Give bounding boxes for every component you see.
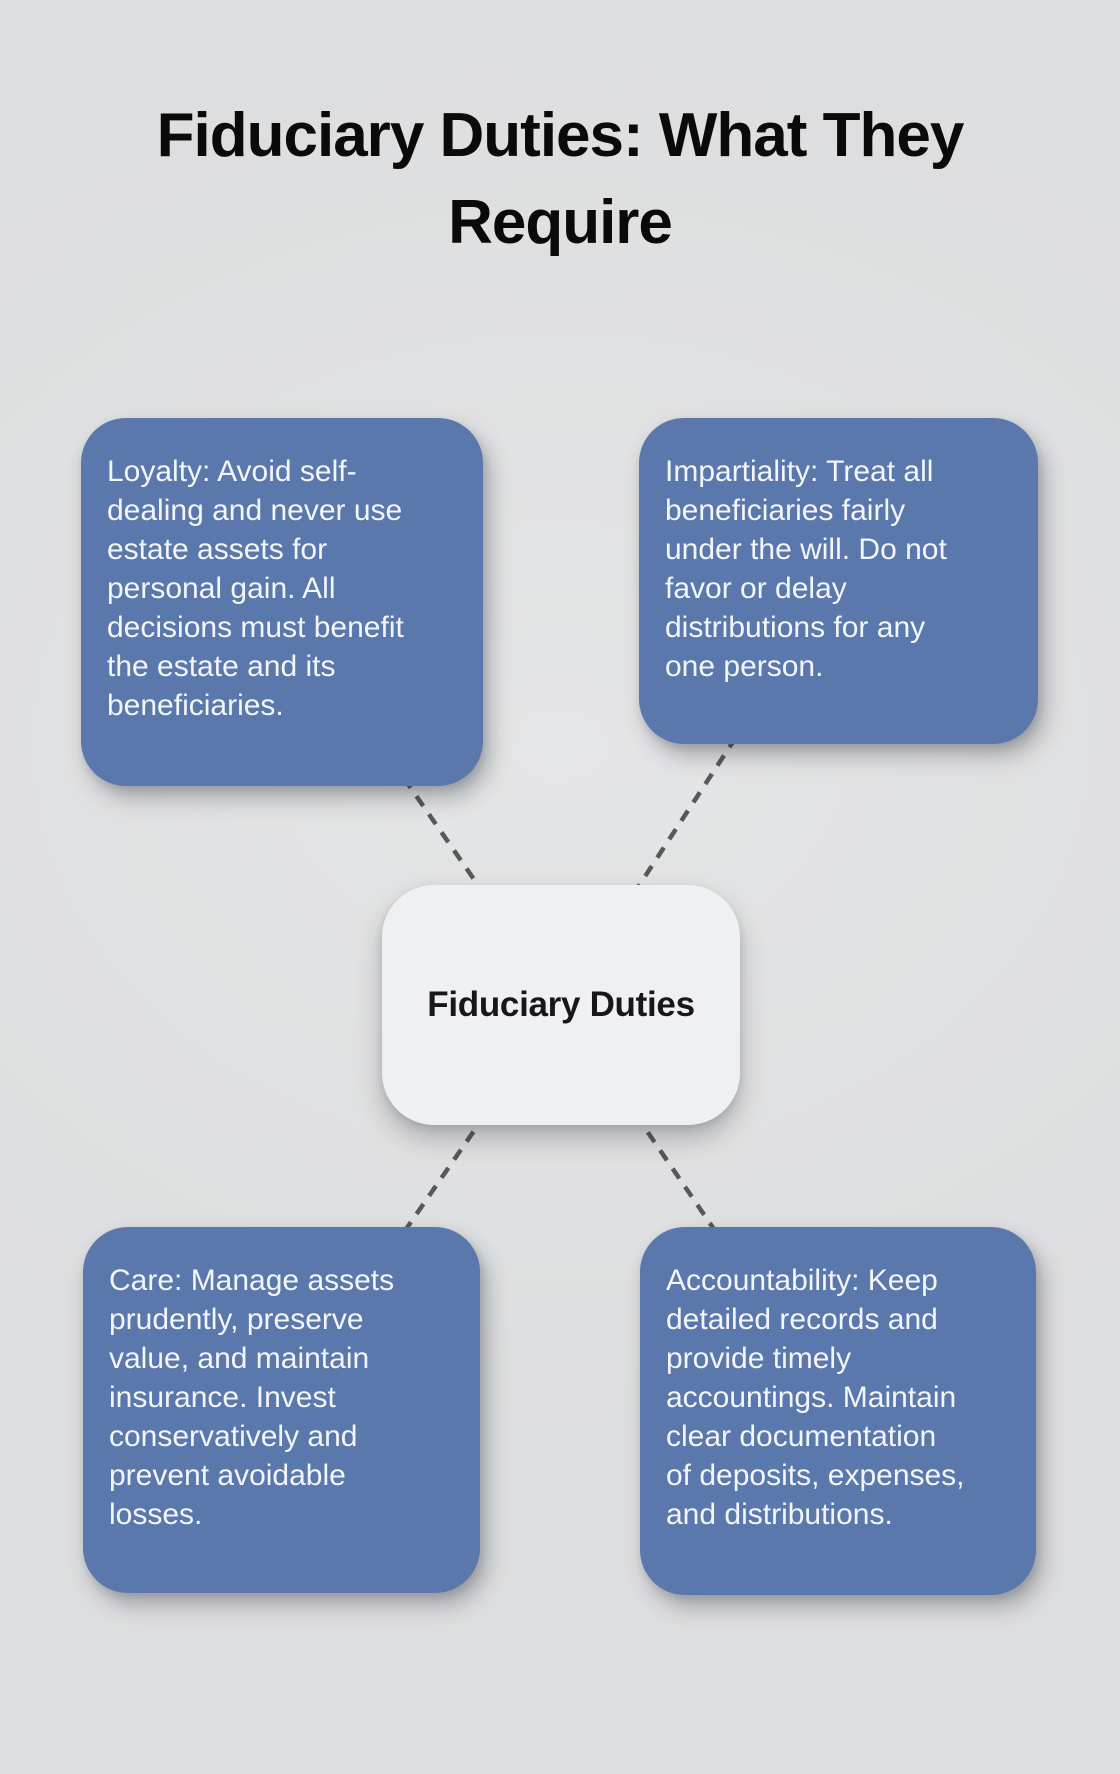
center-node-label: Fiduciary Duties bbox=[427, 985, 695, 1024]
node-impartiality: Impartiality: Treat all beneficiaries fa… bbox=[639, 418, 1038, 744]
center-node: Fiduciary Duties bbox=[382, 885, 740, 1125]
connector-line-loyalty bbox=[280, 600, 563, 1007]
connector-line-care bbox=[279, 1003, 563, 1412]
connector-line-accountability bbox=[559, 1003, 840, 1413]
node-loyalty: Loyalty: Avoid self- dealing and never u… bbox=[81, 418, 483, 786]
node-impartiality-text: Impartiality: Treat all beneficiaries fa… bbox=[665, 455, 947, 683]
node-accountability-text: Accountability: Keep detailed records an… bbox=[666, 1264, 965, 1531]
node-care-text: Care: Manage assets prudently, preserve … bbox=[109, 1264, 395, 1531]
node-accountability: Accountability: Keep detailed records an… bbox=[640, 1227, 1036, 1595]
node-care: Care: Manage assets prudently, preserve … bbox=[83, 1227, 480, 1593]
node-loyalty-text: Loyalty: Avoid self- dealing and never u… bbox=[107, 455, 404, 722]
page-title: Fiduciary Duties: What They Require bbox=[156, 101, 965, 257]
